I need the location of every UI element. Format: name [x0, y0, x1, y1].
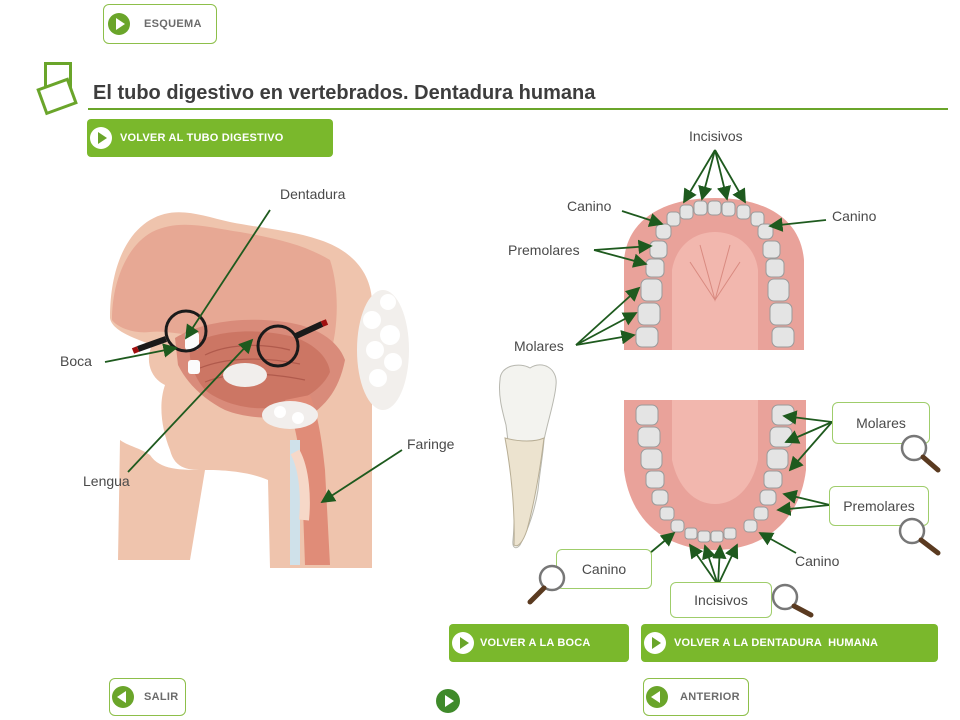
label-faringe: Faringe — [407, 436, 455, 452]
back-icon — [112, 686, 134, 708]
lower-jaw-illustration — [624, 400, 806, 550]
single-tooth-illustration — [499, 364, 557, 549]
label-boca: Boca — [60, 353, 92, 369]
play-icon — [452, 632, 474, 654]
label-dentadura: Dentadura — [280, 186, 346, 202]
play-icon — [644, 632, 666, 654]
label-upper-premolares: Premolares — [508, 242, 580, 258]
anterior-label: ANTERIOR — [680, 691, 740, 703]
label-lower-canino-right: Canino — [795, 553, 840, 569]
label-upper-canino-right: Canino — [832, 208, 877, 224]
upper-jaw-illustration — [624, 198, 804, 350]
volver-boca-button[interactable]: VOLVER A LA BOCA — [449, 624, 629, 662]
play-icon — [108, 13, 130, 35]
label-upper-canino-left: Canino — [567, 198, 612, 214]
back-icon — [646, 686, 668, 708]
label-upper-molares: Molares — [514, 338, 564, 354]
label-lengua: Lengua — [83, 473, 130, 489]
esquema-button[interactable]: ESQUEMA — [103, 4, 217, 44]
logo-squares-icon — [36, 62, 78, 116]
anterior-button[interactable]: ANTERIOR — [643, 678, 749, 716]
box-lower-premolares[interactable]: Premolares — [829, 486, 929, 526]
box-lower-incisivos[interactable]: Incisivos — [670, 582, 772, 618]
volver-tubo-button[interactable]: VOLVER AL TUBO DIGESTIVO — [87, 119, 333, 157]
salir-label: SALIR — [144, 691, 179, 703]
box-lower-molares[interactable]: Molares — [832, 402, 930, 444]
esquema-label: ESQUEMA — [144, 18, 202, 30]
label-upper-incisivos: Incisivos — [689, 128, 743, 144]
page-title: El tubo digestivo en vertebrados. Dentad… — [93, 82, 596, 104]
title-divider — [88, 108, 948, 110]
next-icon — [445, 695, 454, 707]
next-button[interactable] — [436, 689, 460, 713]
volver-tubo-label: VOLVER AL TUBO DIGESTIVO — [120, 132, 284, 144]
box-lower-canino-left[interactable]: Canino — [556, 549, 652, 589]
volver-boca-label: VOLVER A LA BOCA — [480, 637, 591, 649]
volver-dentadura-button[interactable]: VOLVER A LA DENTADURA HUMANA — [641, 624, 938, 662]
volver-dentadura-label: VOLVER A LA DENTADURA HUMANA — [674, 637, 879, 649]
play-icon — [90, 127, 112, 149]
head-section-illustration — [110, 212, 409, 568]
salir-button[interactable]: SALIR — [109, 678, 186, 716]
